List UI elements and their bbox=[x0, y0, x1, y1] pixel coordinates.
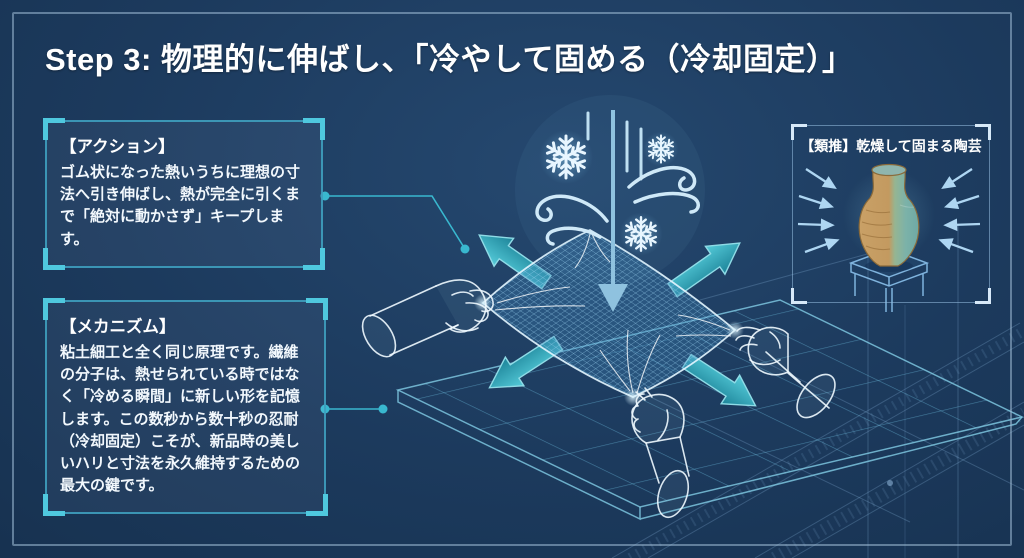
corner-accent bbox=[303, 248, 325, 270]
mesh-fabric bbox=[474, 228, 744, 406]
wind-swirl-icon-right bbox=[627, 166, 700, 214]
mechanism-panel-heading: 【メカニズム】 bbox=[60, 318, 176, 336]
mesh-fold-lines bbox=[494, 233, 732, 394]
right-hand-icon bbox=[735, 326, 836, 419]
falling-lines bbox=[586, 111, 643, 181]
vase-icon bbox=[858, 163, 920, 267]
action-panel-body: ゴム状になった熱いうちに理想の寸法へ引き伸ばし、熱が完全に引くまで「絶対に動かさ… bbox=[60, 164, 301, 248]
snowflake-icon-2 bbox=[643, 131, 678, 166]
cooling-group bbox=[515, 95, 705, 312]
mechanism-connector bbox=[320, 404, 388, 414]
analogy-panel: 【類推】乾燥して固まる陶芸 bbox=[791, 124, 991, 304]
grid-board bbox=[395, 299, 1024, 521]
corner-accent bbox=[43, 248, 65, 270]
action-panel-heading: 【アクション】 bbox=[60, 138, 175, 156]
bottom-hand-icon bbox=[631, 387, 690, 519]
corner-accent bbox=[43, 298, 65, 320]
corner-accent bbox=[43, 118, 65, 140]
corner-accent bbox=[43, 494, 65, 516]
pottery-analogy-graphic bbox=[796, 163, 982, 312]
page-title: Step 3: 物理的に伸ばし、「冷やして固める（冷却固定）」 bbox=[45, 42, 854, 77]
analogy-panel-label: 【類推】乾燥して固まる陶芸 bbox=[800, 138, 982, 154]
corner-accent bbox=[303, 118, 325, 140]
corner-accent bbox=[791, 124, 807, 140]
corner-accent bbox=[306, 298, 328, 320]
action-connector bbox=[320, 191, 470, 254]
mechanism-panel-body: 粘土細工と全く同じ原理です。繊維の分子は、熱せられている時ではなく「冷める瞬間」… bbox=[60, 344, 301, 495]
snowflake-icon-1 bbox=[539, 130, 593, 184]
left-hand-icon bbox=[361, 279, 494, 358]
corner-accent bbox=[975, 288, 991, 304]
snowflake-icon-3 bbox=[619, 212, 662, 255]
action-panel: 【アクション】 ゴム状になった熱いうちに理想の寸法へ引き伸ばし、熱が完全に引くま… bbox=[43, 118, 325, 270]
wind-swirl-icon-left bbox=[535, 194, 609, 246]
mechanism-panel: 【メカニズム】 粘土細工と全く同じ原理です。繊維の分子は、熱せられている時ではな… bbox=[43, 298, 328, 516]
cooling-down-arrow-icon bbox=[598, 110, 628, 312]
corner-accent bbox=[975, 124, 991, 140]
corner-accent bbox=[306, 494, 328, 516]
corner-accent bbox=[791, 288, 807, 304]
